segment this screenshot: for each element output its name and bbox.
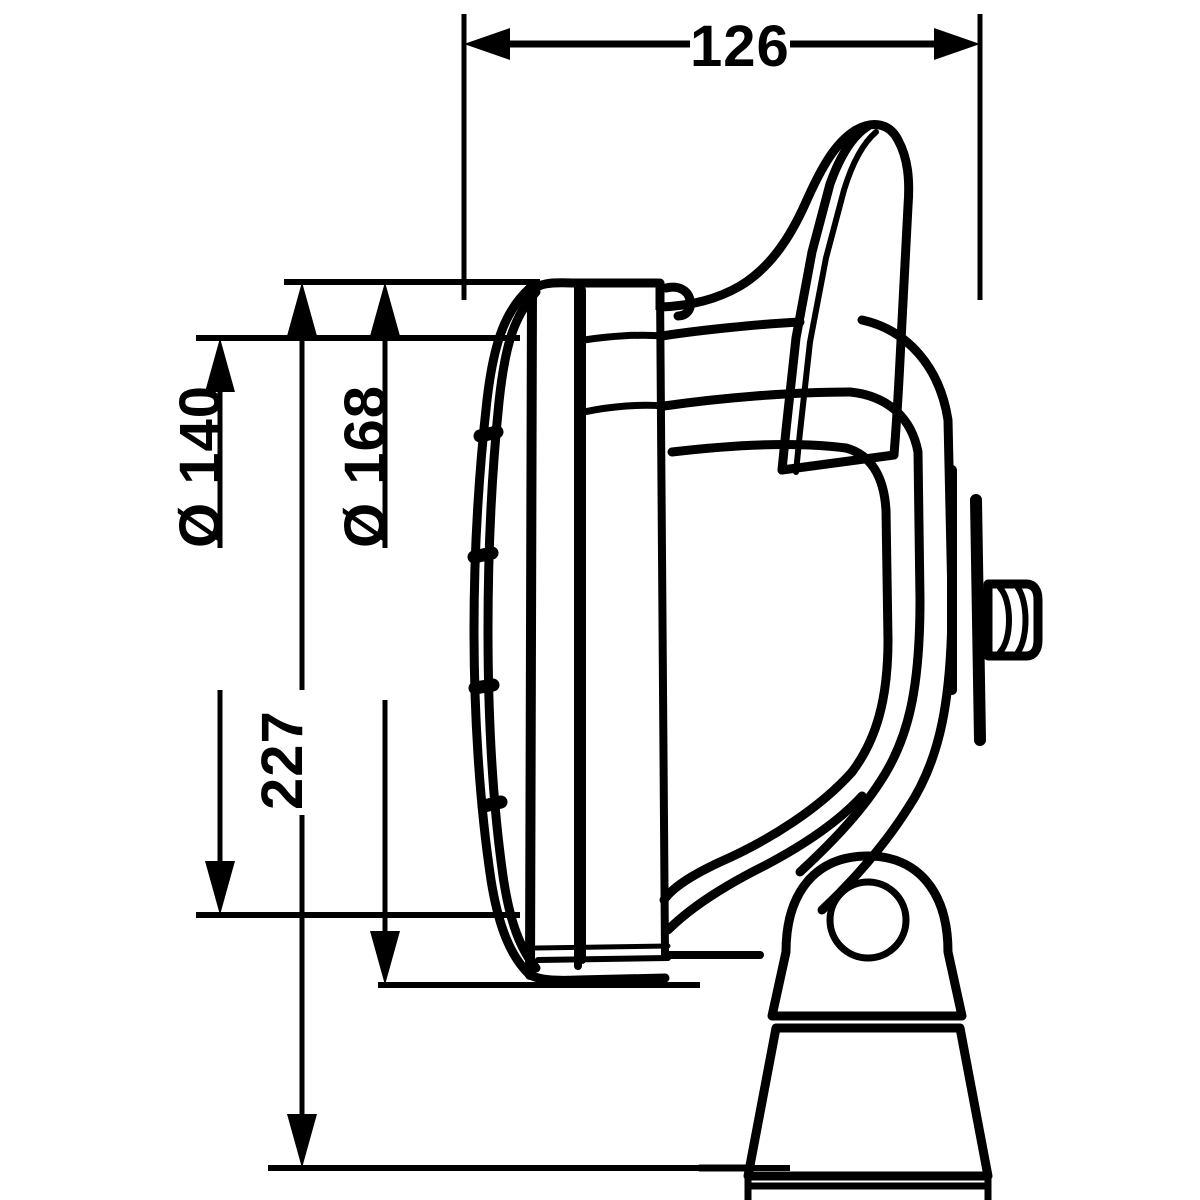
lens-rib-3 (468, 678, 500, 695)
pivot-bolt-hole (826, 878, 910, 962)
arrowhead-top (370, 282, 400, 336)
housing-body-right-outline (795, 387, 925, 877)
dimension-overall-height: 227 (250, 282, 317, 1168)
lens-retainer-line-2 (533, 943, 671, 951)
carry-handle-tab (661, 282, 695, 321)
lens-bottom-cap (525, 970, 670, 985)
bezel-groove-top (580, 331, 666, 344)
dimension-lens-diameter: Ø 140 (168, 338, 235, 915)
lens-rib-1 (473, 425, 504, 443)
lens-grille-inner-edge (483, 287, 541, 973)
lens-rib-2 (467, 546, 499, 564)
arrowhead-top (287, 282, 317, 336)
lens-rib-4 (477, 795, 508, 813)
dimension-body-diameter: Ø 168 (333, 282, 400, 985)
lens-grille-outer-edge (469, 283, 535, 980)
arrowhead-bottom (287, 1114, 317, 1168)
carry-handle-outer-curve (889, 135, 914, 460)
bezel-right-edge (656, 283, 669, 959)
housing-inner-right (841, 443, 893, 777)
arrowhead-right (934, 28, 980, 60)
housing-shoulder-top-2 (659, 387, 855, 411)
dimension-label-126: 126 (690, 14, 790, 79)
lens-front-plane-left (525, 285, 537, 980)
carry-handle-base (777, 450, 899, 475)
connector-mount-rib (970, 494, 986, 746)
connector-boss-shade-1 (997, 585, 1012, 655)
lamp-assembly (467, 120, 1043, 1200)
carry-handle-inner-curve (777, 121, 873, 475)
carry-handle-seam (793, 129, 879, 475)
housing-shoulder-top (657, 317, 805, 341)
housing-inner-top (667, 440, 851, 457)
lens-retainer-line (535, 955, 671, 963)
dimension-label-diameter-168: Ø 168 (333, 385, 398, 548)
connector-boss-shade-2 (1015, 585, 1029, 655)
arrowhead-top (205, 338, 235, 392)
dimension-label-diameter-140: Ø 140 (168, 385, 233, 548)
lens-top-cap (527, 278, 663, 295)
dimension-label-227: 227 (250, 710, 315, 810)
arrowhead-left (464, 28, 510, 60)
mounting-bracket (767, 851, 967, 1021)
arrowhead-bottom (205, 861, 235, 915)
housing-inner-bottom-sweep (659, 767, 857, 905)
housing-inner-bottom-sweep-2 (663, 791, 867, 935)
arrowhead-bottom (370, 931, 400, 985)
dimension-overall-depth: 126 (461, 14, 983, 300)
cable-connector-boss (983, 579, 1043, 661)
bezel-groove-mid (580, 401, 668, 416)
